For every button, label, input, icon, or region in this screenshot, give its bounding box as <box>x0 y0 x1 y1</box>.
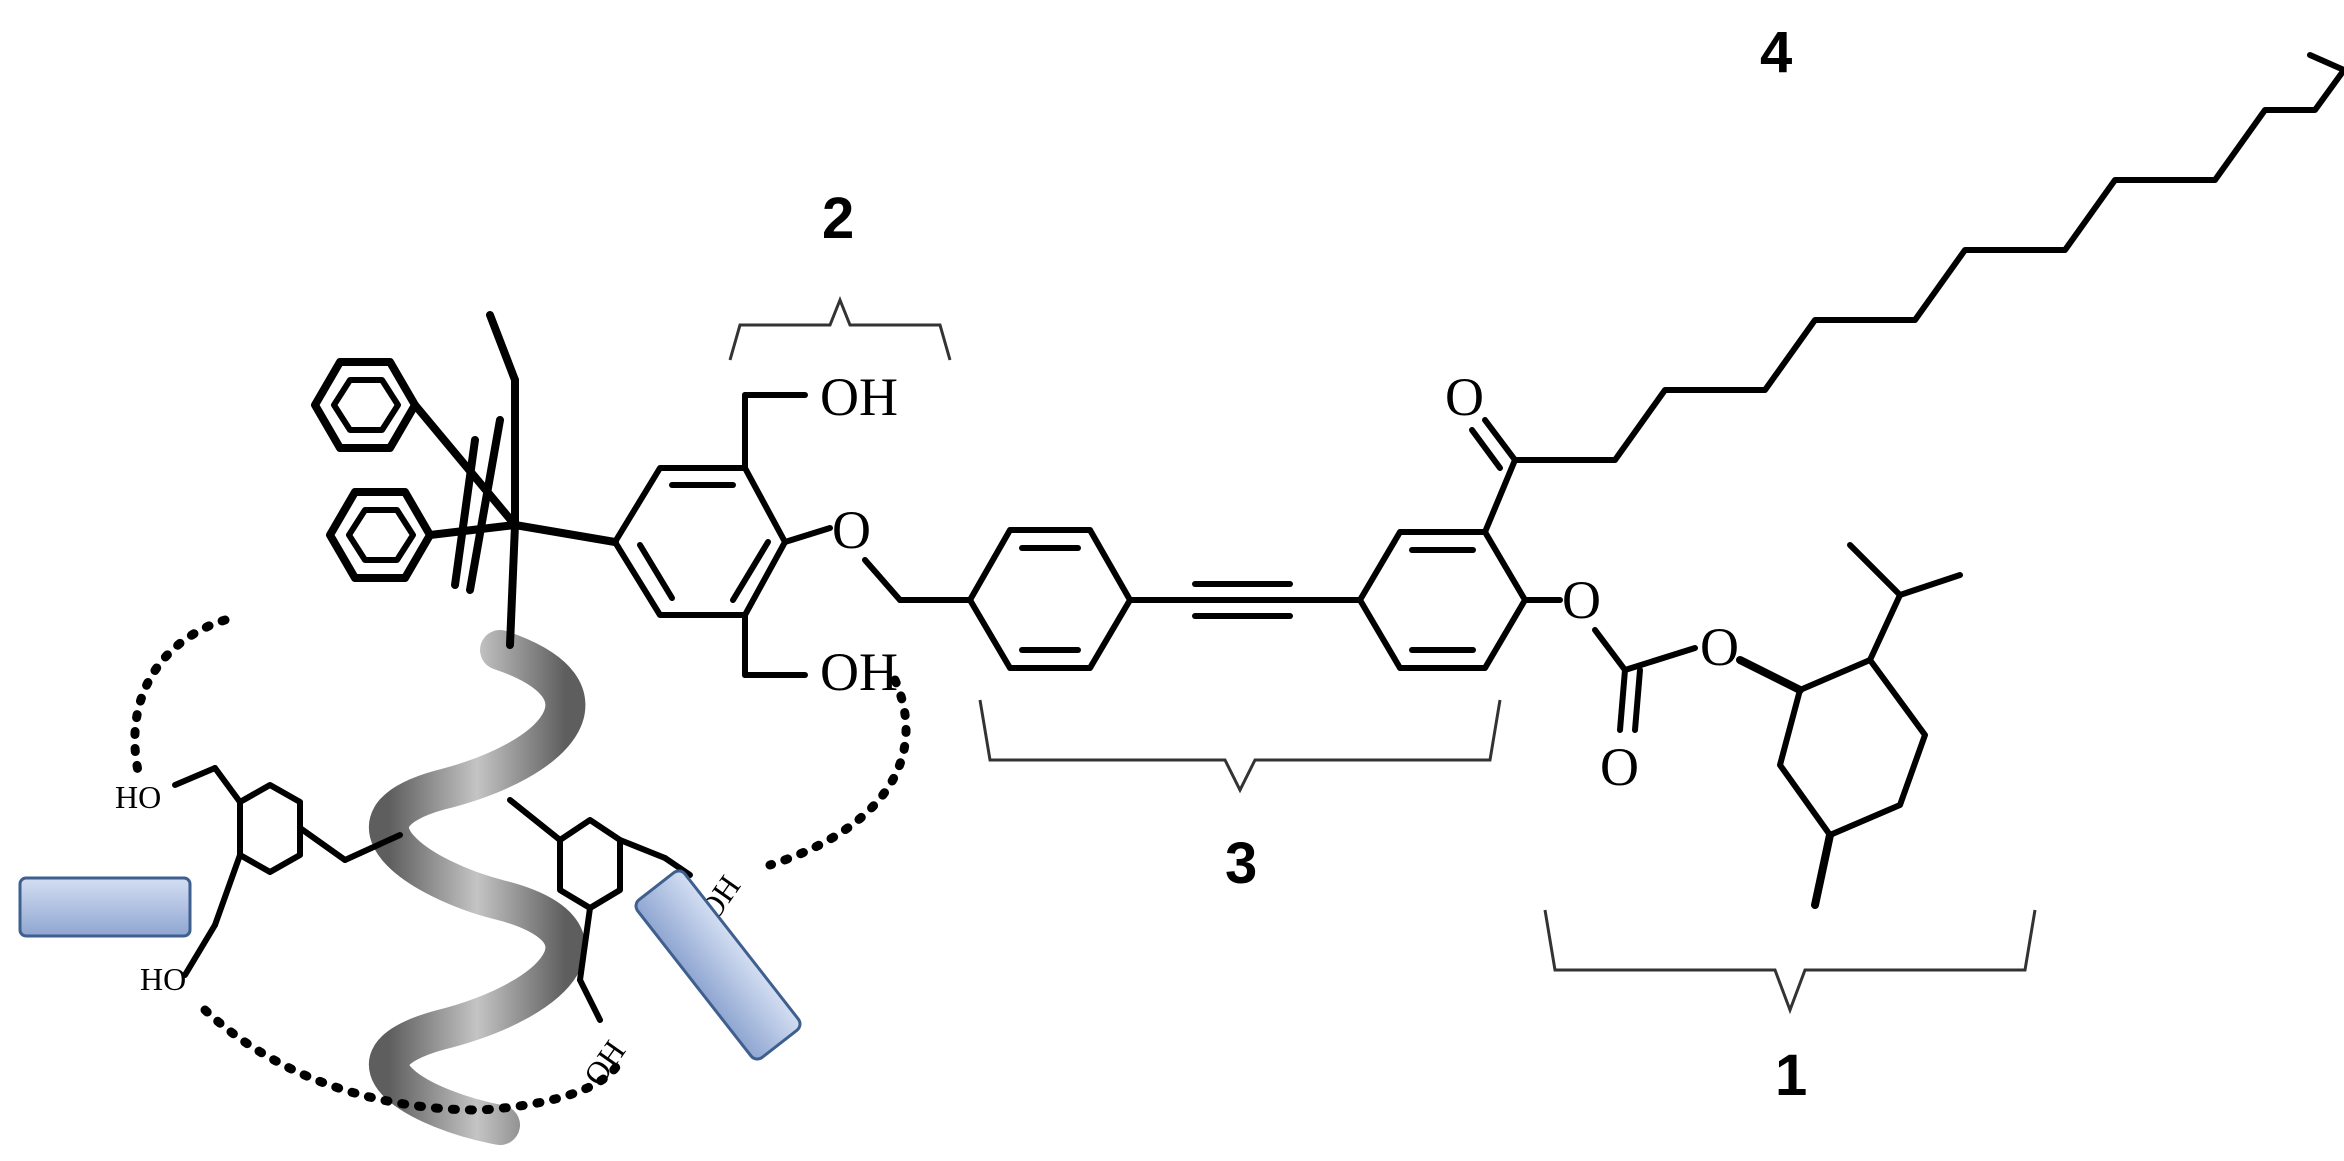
hydroxyl-label: HO <box>115 779 161 815</box>
hydroxyl-label: OH <box>820 367 898 427</box>
diphenyl-head <box>311 311 619 649</box>
segment-label-1: 1 <box>1775 1043 1807 1108</box>
phenylene-ethynylene-linker <box>967 527 1528 671</box>
bracket-2 <box>728 295 952 361</box>
segment-label-3: 3 <box>1225 831 1257 896</box>
hydrogen-bond-arcs <box>130 615 911 1115</box>
helix-backbone <box>369 630 586 1145</box>
carbonyl-oxygen-label: O <box>1600 737 1639 797</box>
hydroxymethyl-ring: OH OH O <box>612 367 973 702</box>
bracket-3 <box>978 699 1502 794</box>
left-pendant-unit: HO HO <box>18 765 403 997</box>
ketone-oxygen-label: O <box>1445 367 1484 427</box>
segment-label-2: 2 <box>822 186 854 251</box>
ester-oxygen-label: O <box>1700 617 1739 677</box>
segment-label-4: 4 <box>1760 20 1792 85</box>
menthyl-carbonate: O O O <box>1522 542 1963 909</box>
hydroxyl-label: OH <box>820 642 898 702</box>
bracket-1 <box>1543 909 2037 1015</box>
side-group-block <box>634 869 802 1061</box>
side-group-block <box>18 876 192 938</box>
ether-oxygen-label: O <box>832 500 871 560</box>
acyl-alkyl-chain: O <box>1445 52 2344 535</box>
ester-oxygen-label: O <box>1562 570 1601 630</box>
hydroxyl-label: HO <box>140 961 186 997</box>
